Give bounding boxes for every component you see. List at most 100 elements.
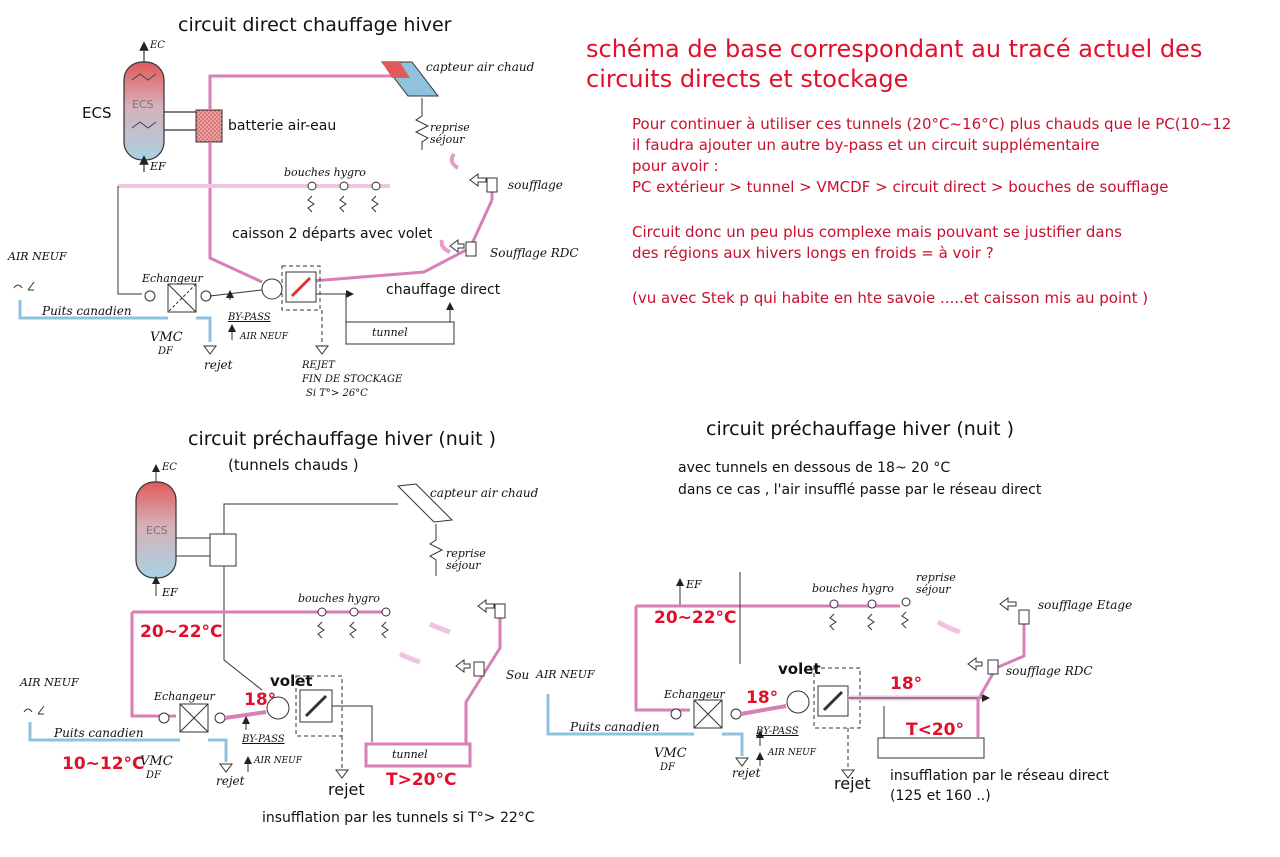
- bouches-label-3: bouches hygro: [812, 582, 894, 595]
- hygro-vent-b1: [317, 607, 327, 617]
- hygro-vent-c2: [867, 599, 877, 609]
- rejet-stock-arrow-3: [841, 769, 855, 779]
- note-line-3: pour avoir :: [632, 157, 719, 175]
- ec-label: EC: [150, 40, 165, 51]
- bouches-label: bouches hygro: [284, 166, 366, 179]
- puits-duct-3: [546, 694, 694, 736]
- caisson-label: caisson 2 départs avec volet: [232, 226, 433, 242]
- soufflage-rdc-label-3: soufflage RDC: [1006, 664, 1093, 678]
- temp-18b-label: 18°: [890, 674, 923, 694]
- fan-caisson-2: [266, 696, 290, 720]
- bouches-label-2: bouches hygro: [298, 592, 380, 605]
- soufflage-etage-label: soufflage Etage: [1038, 598, 1133, 612]
- rejet-label-2: rejet: [216, 774, 245, 788]
- caisson-volet: [290, 276, 312, 298]
- soufflage-rdc-box: [465, 241, 477, 257]
- reprise-label-3: reprise séjour: [916, 571, 956, 596]
- temp-t20-label: T>20°C: [386, 770, 457, 790]
- extract-duct-3: [634, 606, 690, 712]
- reprise-zigzag-2: [429, 524, 444, 576]
- hygro-waves: [307, 195, 379, 213]
- fan-c-right: [730, 708, 742, 720]
- note-line-4: PC extérieur > tunnel > VMCDF > circuit …: [632, 178, 1169, 196]
- reprise-zigzag: [414, 98, 430, 150]
- rejet-label-3: rejet: [732, 766, 761, 780]
- puits-duct-2: [28, 722, 180, 742]
- tank-coil: [131, 73, 157, 129]
- direct-circuit-duct-down: [208, 142, 263, 284]
- bypass-label-3: BY-PASS: [756, 726, 799, 737]
- air-neuf-icon: [13, 281, 35, 291]
- soufflage-arrow-2: [477, 599, 495, 613]
- tunnel-return-2: [464, 616, 502, 744]
- soufflage-box-2: [494, 603, 506, 619]
- tunnel-box-2: [364, 742, 472, 768]
- air-neuf-label-2: AIR NEUF: [20, 676, 79, 689]
- soufflage-rdc-arrow-icon: [449, 239, 465, 253]
- soufflage-rdc-arrow-2: [455, 659, 471, 673]
- echangeur-label: Echangeur: [142, 272, 203, 285]
- air-neuf-label-3: AIR NEUF: [536, 668, 595, 681]
- si-t-label: Si T°> 26°C: [306, 388, 368, 399]
- temp-t20-label-3: T<20°: [906, 720, 964, 740]
- fan-duct-3: [740, 704, 787, 716]
- rejet-duct-2: [208, 738, 228, 762]
- soufflage-rdc-label: Soufflage RDC: [490, 246, 579, 260]
- temp-20-22-label: 20~22°C: [140, 622, 223, 642]
- rejet-duct: [196, 316, 212, 342]
- bottom-right-diagram: [546, 572, 1030, 779]
- rejet-label-2b: rejet: [328, 780, 365, 799]
- hygro-vent-1: [307, 181, 317, 191]
- echangeur-label-2: Echangeur: [154, 690, 215, 703]
- hygro-vent-3: [371, 181, 381, 191]
- note-line-2: il faudra ajouter un autre by-pass et un…: [632, 136, 1100, 154]
- bottom-right-footer-2: (125 et 160 ..): [890, 788, 991, 804]
- caisson-dashed: [281, 265, 321, 311]
- vmc-label-2: VMC: [140, 754, 173, 769]
- reprise-pink-arrow-4: [936, 619, 961, 635]
- hygro-waves-3: [829, 611, 909, 631]
- tunnel-label: tunnel: [372, 326, 408, 339]
- volet-2: [304, 694, 328, 718]
- volet-3: [822, 690, 844, 712]
- rejet-duct-3: [722, 732, 744, 756]
- to-tunnel-2: [332, 705, 373, 742]
- collector-label: capteur air chaud: [426, 60, 535, 74]
- bottom-left-title: circuit préchauffage hiver (nuit ): [188, 428, 496, 450]
- rejet-caps-label: REJET: [302, 360, 335, 371]
- direct-circuit-return: [299, 199, 494, 284]
- reprise-label: reprise séjour: [430, 121, 470, 146]
- ec-label-2: EC: [162, 462, 177, 473]
- fan-right: [200, 290, 212, 302]
- df-label: DF: [158, 346, 173, 357]
- collector-label-2: capteur air chaud: [430, 486, 539, 500]
- hygro-vent-c1: [829, 599, 839, 609]
- top-left-diagram: [13, 41, 498, 355]
- soufflage-rdc-box-3: [987, 659, 999, 675]
- air-neuf-label: AIR NEUF: [8, 250, 67, 263]
- air-neuf-small-label-3: AIR NEUF: [768, 748, 816, 758]
- collector-hot-zone: [382, 62, 410, 78]
- note-line-1: Pour continuer à utiliser ces tunnels (2…: [632, 115, 1232, 133]
- soufflage-label-2: Sou: [506, 668, 530, 682]
- caisson-dashed-3: [813, 667, 861, 729]
- air-neuf-small-label: AIR NEUF: [240, 332, 288, 342]
- temp-18-label: 18°: [244, 690, 277, 710]
- ef-label-3: EF: [686, 578, 702, 591]
- caisson-dashed-2: [295, 675, 343, 737]
- reprise-pink-arrow-2: [428, 621, 451, 635]
- tunnel-return-3: [976, 624, 1026, 738]
- echangeur-diag-b2: [179, 703, 209, 733]
- soufflage-label: soufflage: [508, 178, 563, 192]
- reprise-pink-arrow: [449, 152, 460, 170]
- air-neuf-small-label-2: AIR NEUF: [254, 756, 302, 766]
- soufflage-etage-box: [1018, 609, 1030, 625]
- rejet-stock-arrow-2: [335, 769, 349, 779]
- fan-caisson: [261, 278, 283, 300]
- fin-stockage-label: FIN DE STOCKAGE: [302, 374, 403, 385]
- ecs-side-label: ECS: [82, 104, 112, 122]
- hygro-vent-2: [339, 181, 349, 191]
- reprise-label-2: reprise séjour: [446, 547, 486, 572]
- fan-b-right: [214, 712, 226, 724]
- ecs-tank-label-2: ECS: [146, 524, 168, 537]
